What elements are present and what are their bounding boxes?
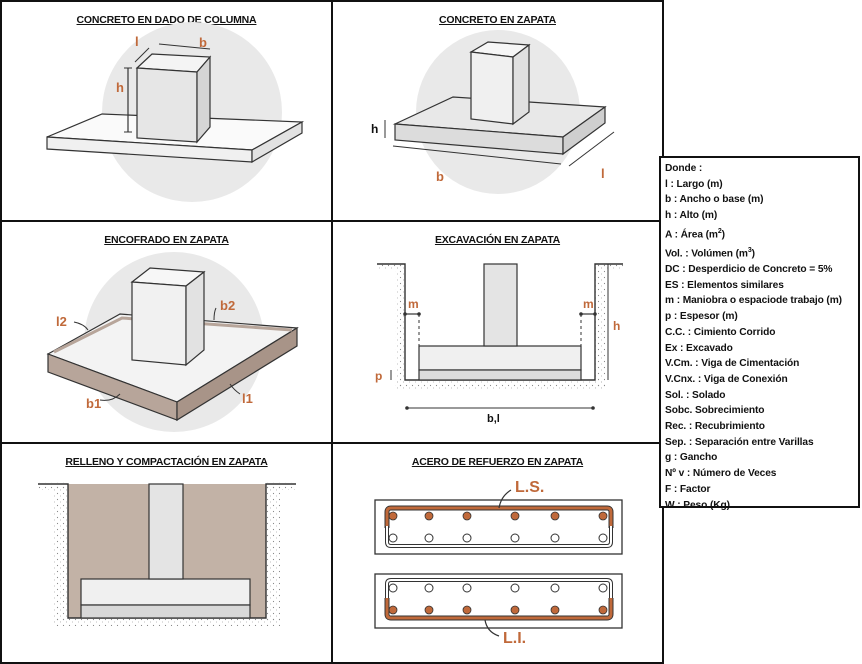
legend-vol-text: Vol. : Volúmen (m — [665, 248, 748, 260]
panel-encofrado-zapata: ENCOFRADO EN ZAPATA l2 b2 b1 l1 — [0, 220, 333, 444]
legend-item: g : Gancho — [665, 452, 718, 464]
top-bars-white — [388, 533, 608, 543]
label-b2: b2 — [220, 298, 235, 313]
zapata-diagram: h b l — [371, 30, 615, 194]
label-b: b — [199, 35, 207, 50]
relleno-diagram — [38, 482, 296, 626]
panel-excavacion-zapata: EXCAVACIÓN EN ZAPATA m m h p b,l — [331, 220, 664, 444]
legend-item: Ex : Excavado — [665, 342, 733, 354]
legend-item: Sep. : Separación entre Varillas — [665, 436, 814, 448]
legend-item: Sol. : Solado — [665, 389, 726, 401]
label-ls: L.S. — [515, 479, 544, 496]
legend-item: Rec. : Recubrimiento — [665, 421, 765, 433]
label-l: l — [135, 34, 139, 49]
dado-diagram: l b h — [46, 22, 305, 202]
legend-item: V.Cnx. : Viga de Conexión — [665, 373, 788, 385]
acero-diagram: L.S. L.I. — [374, 479, 623, 647]
legend-item-area: A : Área (m2) — [665, 224, 858, 243]
legend-area-tail: ) — [721, 229, 725, 241]
top-bars-orange — [388, 511, 608, 521]
legend-area-sup: 2 — [717, 227, 722, 235]
legend-item: DC : Desperdicio de Concreto = 5% — [665, 264, 833, 275]
bottom-bars-white — [388, 583, 608, 593]
panel-title: CONCRETO EN DADO DE COLUMNA — [76, 14, 257, 26]
legend-item: m : Maniobra o espaciode trabajo (m) — [665, 295, 842, 307]
label-b: b — [436, 169, 444, 184]
legend-item: Sobc. Sobrecimiento — [665, 405, 765, 417]
legend-item: V.Cm. : Viga de Cimentación — [665, 358, 800, 370]
legend-item: p : Espesor (m) — [665, 311, 738, 323]
panel-acero-zapata: ACERO DE REFUERZO EN ZAPATA L.S. — [331, 442, 664, 664]
label-h: h — [613, 319, 620, 333]
legend-item: C.C. : Cimiento Corrido — [665, 326, 776, 338]
label-m-left: m — [408, 297, 419, 311]
panel-title: ACERO DE REFUERZO EN ZAPATA — [411, 456, 584, 468]
legend-item: Nº v : Número de Veces — [665, 468, 777, 480]
legend-item: ES : Elementos similares — [665, 279, 784, 291]
legend-item: W : Peso (Kg) — [665, 499, 730, 511]
panel-title: EXCAVACIÓN EN ZAPATA — [434, 234, 561, 246]
legend-item: l : Largo (m) — [665, 178, 723, 190]
legend-item: F : Factor — [665, 483, 711, 495]
label-h: h — [116, 80, 124, 95]
legend-heading: Donde : — [665, 163, 703, 174]
label-m-right: m — [583, 297, 594, 311]
label-l: l — [601, 166, 605, 181]
legend-item: h : Alto (m) — [665, 210, 718, 222]
encofrado-diagram: l2 b2 b1 l1 — [46, 252, 299, 432]
legend-item-volume: Vol. : Volúmen (m3) — [665, 243, 858, 262]
panel-title: CONCRETO EN ZAPATA — [439, 14, 556, 26]
legend-item: b : Ancho o base (m) — [665, 194, 764, 206]
panel-concreto-dado: CONCRETO EN DADO DE COLUMNA l b h — [0, 0, 333, 222]
panel-relleno-zapata: RELLENO Y COMPACTACIÓN EN ZAPATA — [0, 442, 333, 664]
panel-title: RELLENO Y COMPACTACIÓN EN ZAPATA — [65, 456, 268, 468]
label-h: h — [371, 122, 378, 136]
label-li: L.I. — [503, 630, 526, 647]
panel-title: ENCOFRADO EN ZAPATA — [104, 234, 229, 246]
label-b1: b1 — [86, 396, 101, 411]
label-l1: l1 — [242, 391, 253, 406]
label-p: p — [375, 369, 382, 383]
legend-area-text: A : Área (m — [665, 229, 718, 241]
legend-vol-tail: ) — [751, 248, 755, 260]
label-l2: l2 — [56, 314, 67, 329]
legend-vol-sup: 3 — [747, 246, 752, 254]
legend-box: Donde : l : Largo (m) b : Ancho o base (… — [659, 156, 860, 511]
panel-concreto-zapata: CONCRETO EN ZAPATA h b l — [331, 0, 664, 222]
label-bl: b,l — [487, 413, 500, 425]
bottom-bars-orange — [388, 605, 608, 615]
excavacion-diagram: m m h p b,l — [375, 263, 623, 425]
